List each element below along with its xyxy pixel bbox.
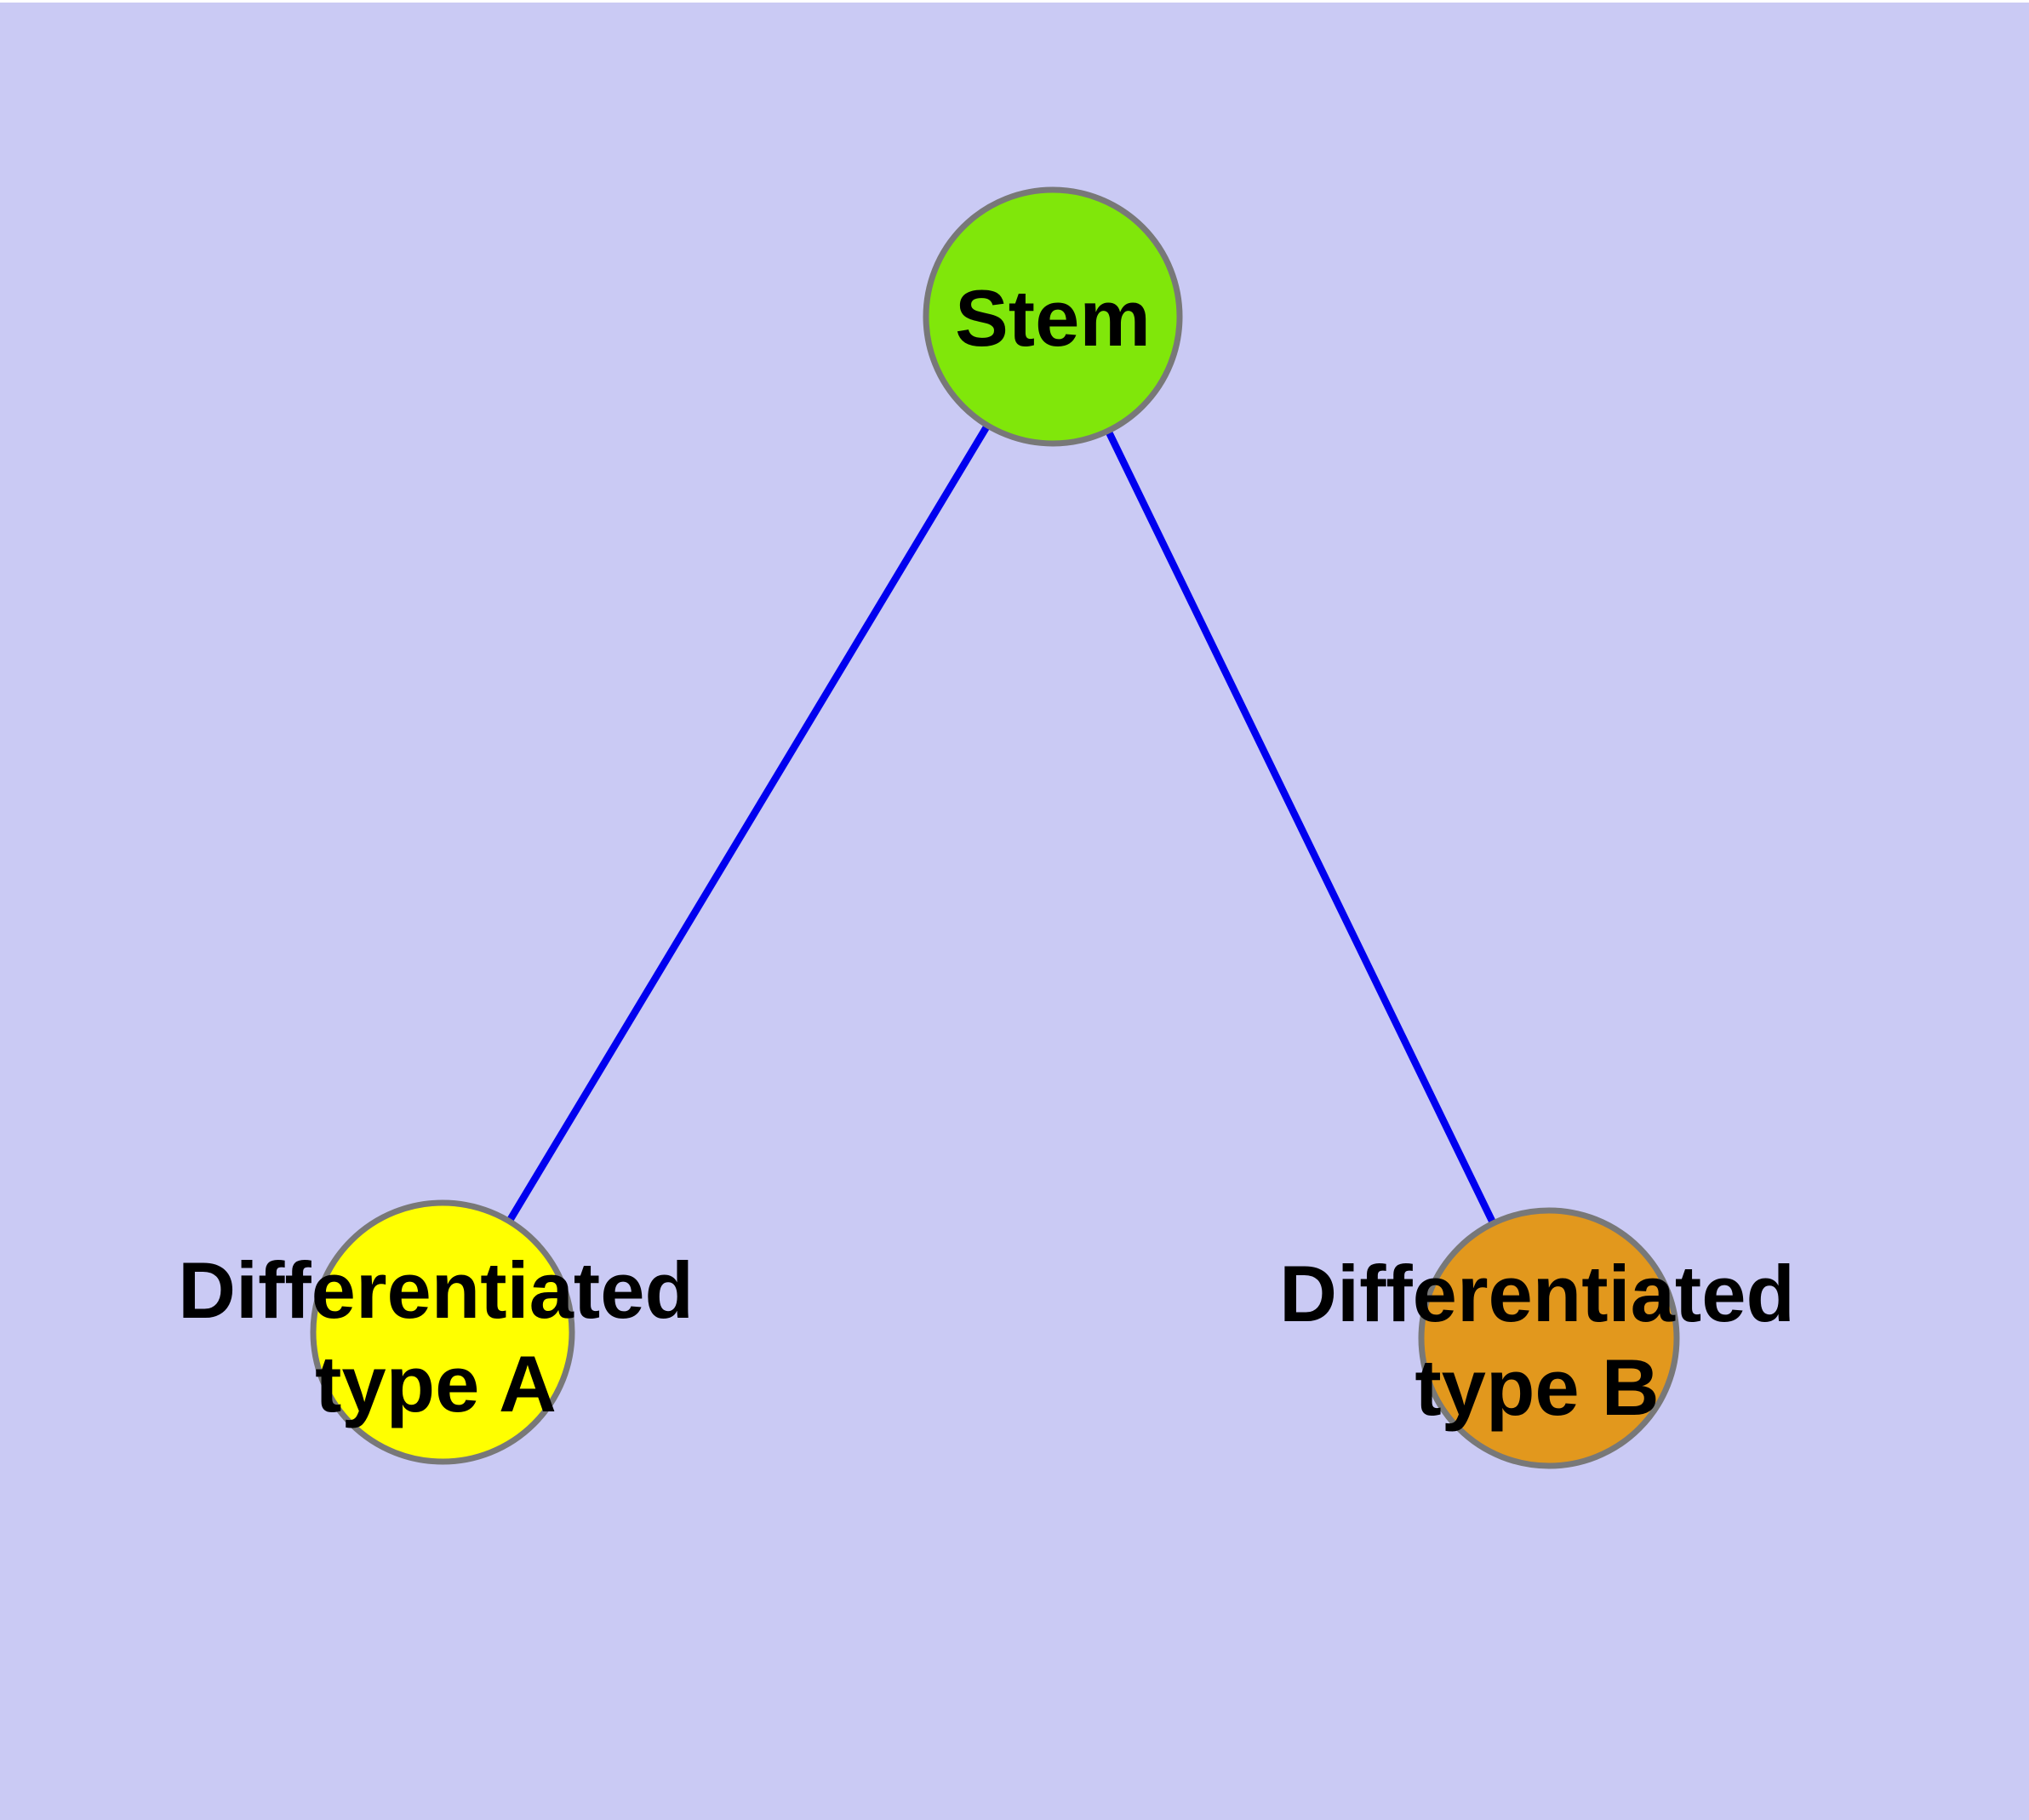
node-differentiated-type-b <box>1418 1207 1680 1469</box>
node-stem-label: Stem <box>955 273 1151 363</box>
node-type-b-label-line1: Differentiated <box>1279 1249 1795 1338</box>
node-stem <box>923 186 1183 447</box>
node-type-a-label-line1: Differentiated <box>178 1245 694 1335</box>
top-edge-strip <box>0 0 2029 3</box>
edge-stem-to-type-a <box>439 314 1056 1335</box>
node-type-b-label-line2: type B <box>1415 1342 1659 1432</box>
node-type-a-label-line2: type A <box>315 1339 557 1428</box>
node-differentiated-type-a <box>310 1199 575 1465</box>
edge-stem-to-type-b <box>1049 315 1552 1340</box>
